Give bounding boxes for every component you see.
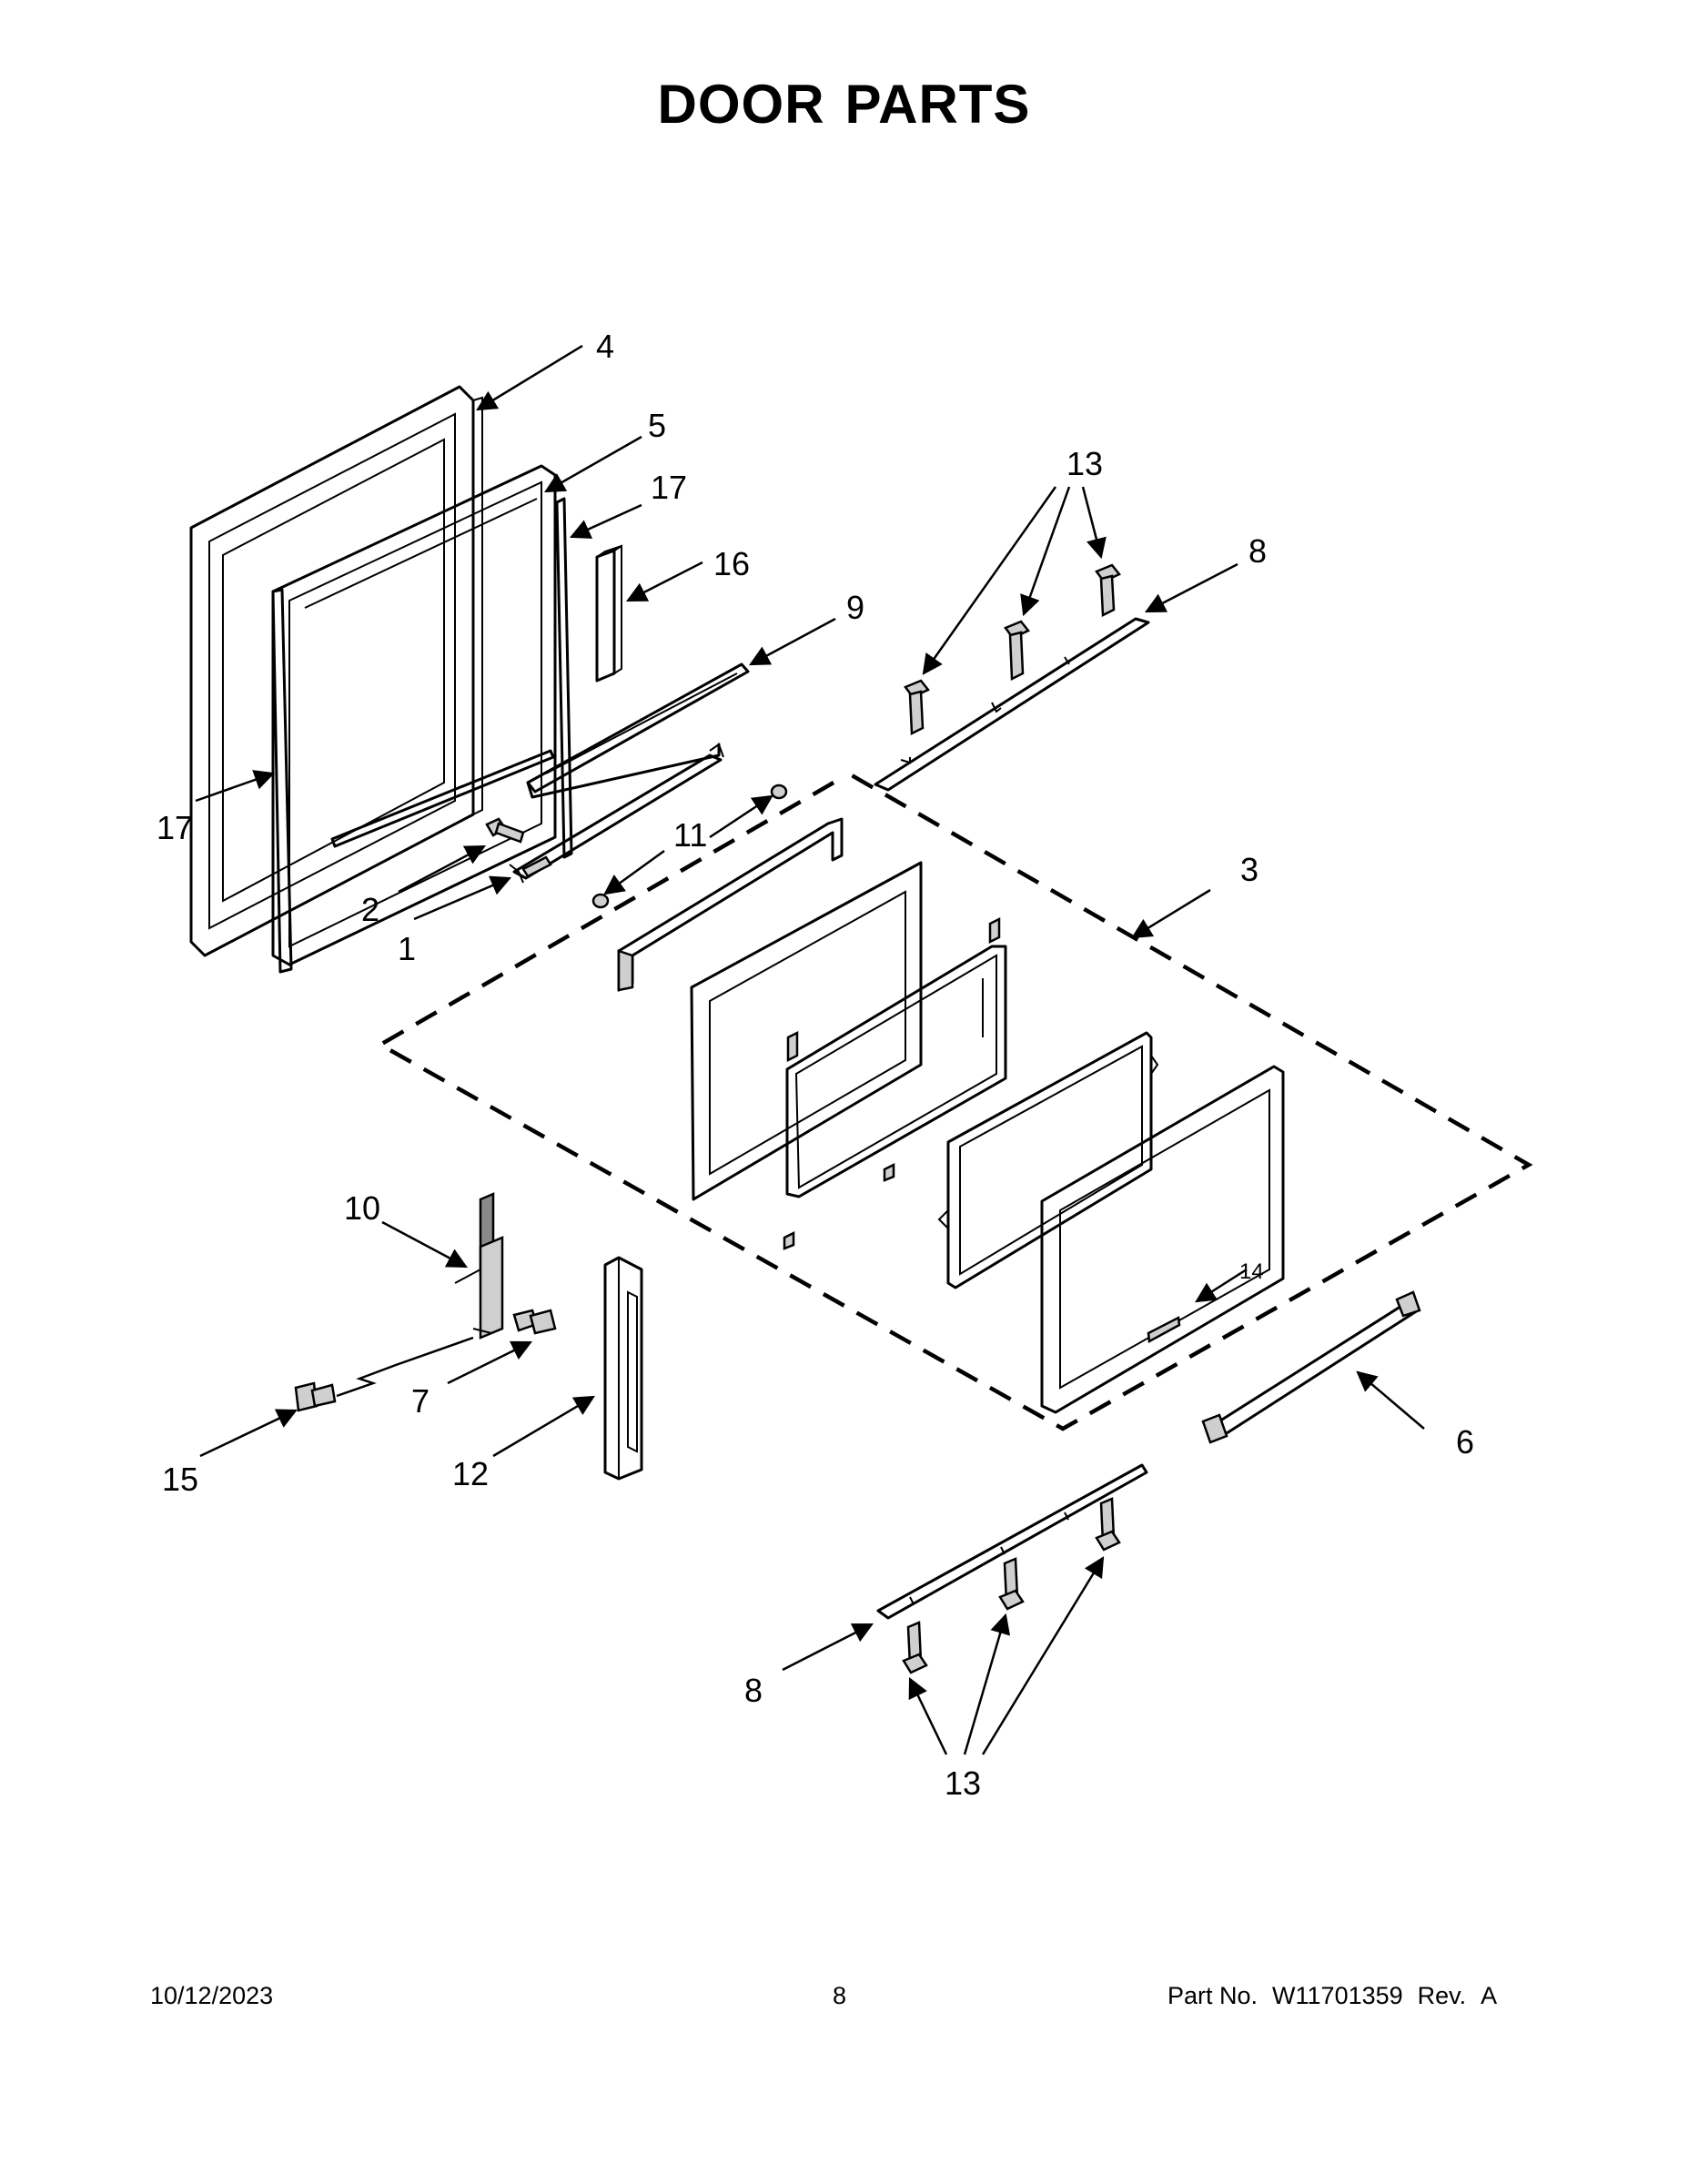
- callout-17-left: 17: [157, 809, 193, 846]
- inner-glass: [271, 464, 557, 966]
- vent-channel: [526, 662, 750, 799]
- page-title: DOOR PARTS: [0, 73, 1688, 136]
- middle-glass: [785, 916, 1007, 1198]
- callout-11: 11: [673, 816, 707, 854]
- door-handle: [1201, 1290, 1421, 1444]
- hinge-bracket-bar: [509, 753, 723, 884]
- small-clips: [783, 1162, 895, 1250]
- screw-part-7: [512, 1309, 557, 1335]
- callout-8-top: 8: [1248, 532, 1267, 570]
- top-screws: [904, 563, 1121, 735]
- outer-door-with-logo: [1040, 1065, 1285, 1414]
- callout-1: 1: [398, 930, 416, 967]
- callout-14: 14: [1239, 1259, 1264, 1284]
- outer-glass: [937, 1031, 1159, 1289]
- door-assembly-outline: [376, 774, 1533, 1431]
- callout-12: 12: [452, 1455, 489, 1492]
- top-vent-bracket: [617, 817, 844, 992]
- revision: A: [1481, 1982, 1498, 2009]
- footer-page-number: 8: [833, 1982, 847, 2009]
- leader-arrows: [195, 344, 1425, 1755]
- callout-13-top: 13: [1066, 445, 1103, 482]
- part-number-label: Part No.: [1167, 1982, 1258, 2009]
- callout-4: 4: [596, 328, 614, 365]
- callout-8-bottom: 8: [744, 1672, 763, 1709]
- hinge-screw-path: [336, 1336, 474, 1398]
- footer-date: 10/12/2023: [150, 1982, 274, 2009]
- callout-5: 5: [648, 407, 666, 444]
- callout-2: 2: [361, 891, 379, 928]
- callout-10: 10: [344, 1189, 380, 1227]
- washers: [591, 784, 788, 909]
- bottom-screws: [902, 1497, 1121, 1674]
- screw-part-15: [294, 1381, 337, 1412]
- callout-15: 15: [162, 1461, 198, 1498]
- door-hinge: [454, 1192, 504, 1340]
- revision-label: Rev.: [1417, 1982, 1467, 2009]
- footer-part-info: Part No. W11701359 Rev. A: [1167, 1982, 1497, 2010]
- callout-7: 7: [411, 1382, 430, 1420]
- title-word-door: DOOR: [657, 74, 825, 135]
- callout-9: 9: [846, 589, 864, 626]
- title-word-parts: PARTS: [844, 74, 1031, 135]
- bottom-hinge-bracket: [876, 1463, 1148, 1620]
- callout-3: 3: [1240, 851, 1258, 888]
- callout-13-bottom: 13: [945, 1764, 981, 1802]
- side-trim: [603, 1256, 643, 1481]
- screw-part-2: [485, 817, 525, 844]
- outer-door-panel: [690, 861, 923, 1201]
- callout-17-top: 17: [651, 469, 687, 506]
- top-hinge-bracket: [874, 617, 1150, 792]
- part-number: W11701359: [1272, 1982, 1403, 2009]
- insulation-block: [595, 544, 622, 682]
- glass-seal-strips: [271, 497, 573, 974]
- callout-6: 6: [1456, 1423, 1474, 1461]
- callout-16: 16: [713, 545, 750, 582]
